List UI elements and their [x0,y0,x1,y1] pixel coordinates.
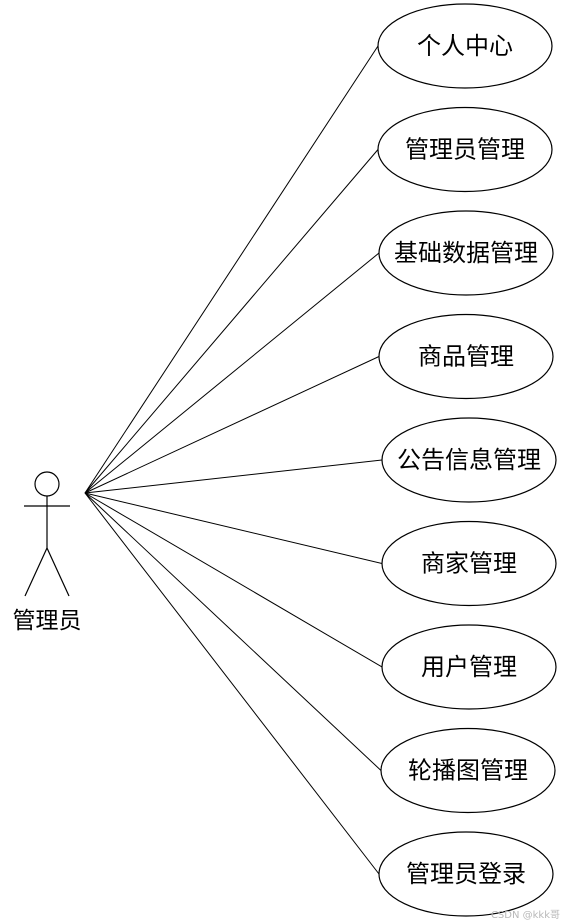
use-case-label: 用户管理 [421,653,517,681]
association-line [84,252,380,494]
association-line [84,459,383,494]
use-case-label: 管理员登录 [406,860,526,888]
use-case: 个人中心 [377,3,553,89]
association-line [84,356,380,494]
use-case-label: 公告信息管理 [397,446,541,474]
use-case-label: 商家管理 [421,550,517,578]
use-case-ellipse [377,106,553,193]
use-case-label: 管理员管理 [405,136,525,164]
use-case: 商品管理 [378,313,554,400]
association-line [84,45,379,494]
use-case-label: 轮播图管理 [408,757,528,785]
use-case-ellipse [378,313,554,400]
use-case: 管理员登录 [378,831,554,917]
use-case-list: 个人中心管理员管理基础数据管理商品管理公告信息管理商家管理用户管理轮播图管理管理… [377,3,557,917]
use-case: 基础数据管理 [378,210,554,296]
use-case: 管理员管理 [377,106,553,193]
use-case-ellipse [381,520,557,607]
use-case-ellipse [381,417,557,503]
use-case-ellipse [381,624,557,710]
use-case-ellipse [378,210,554,296]
use-case-label: 基础数据管理 [394,239,538,267]
association-line [84,492,380,875]
use-case-ellipse [378,831,554,917]
actor-left-leg [24,547,48,597]
association-line [84,149,379,494]
actor-admin: 管理员 [13,471,82,634]
actor-right-leg [46,547,70,597]
use-case-label: 个人中心 [417,32,513,60]
association-lines [84,45,383,875]
use-case-ellipse [377,3,553,89]
use-case-ellipse [380,727,556,814]
use-case: 轮播图管理 [380,727,556,814]
use-case: 商家管理 [381,520,557,607]
watermark: CSDN @kkk哥 [491,909,560,921]
use-case: 公告信息管理 [381,417,557,503]
use-case-label: 商品管理 [418,343,514,371]
association-line [84,492,383,668]
association-line [84,492,383,564]
association-line [84,492,382,771]
actor-label: 管理员 [13,608,82,634]
use-case: 用户管理 [381,624,557,710]
actor-head [34,471,60,497]
